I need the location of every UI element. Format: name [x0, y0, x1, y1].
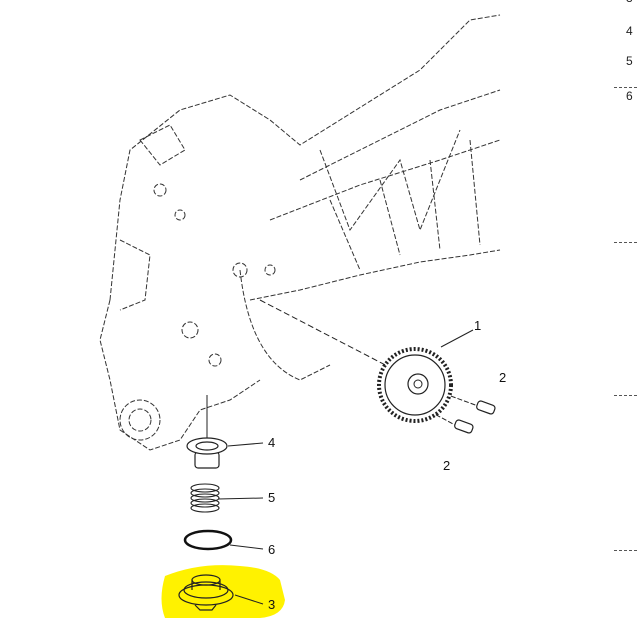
- leader-lines: [206, 299, 479, 605]
- plug-part: [186, 437, 228, 469]
- gear-part: [377, 347, 453, 423]
- callout-1: 1: [474, 318, 482, 333]
- spring-part: [190, 483, 220, 513]
- screw-parts: [454, 400, 496, 434]
- side-index-3: 3: [626, 0, 633, 5]
- o-ring-part: [183, 529, 233, 551]
- callout-4: 4: [268, 435, 276, 450]
- side-index-5: 5: [626, 54, 633, 68]
- divider: [614, 550, 637, 551]
- callout-2-upper: 2: [499, 370, 507, 385]
- side-index-6: 6: [626, 89, 633, 103]
- divider: [614, 242, 637, 243]
- strainer-cap-part: [178, 574, 234, 611]
- crankcase-cover-drawing: [99, 14, 501, 451]
- callout-3: 3: [268, 597, 276, 612]
- callout-5: 5: [268, 490, 276, 505]
- callout-6: 6: [268, 542, 276, 557]
- divider: [614, 87, 637, 88]
- divider: [614, 395, 637, 396]
- callout-2-lower: 2: [443, 458, 451, 473]
- side-index-4: 4: [626, 24, 633, 38]
